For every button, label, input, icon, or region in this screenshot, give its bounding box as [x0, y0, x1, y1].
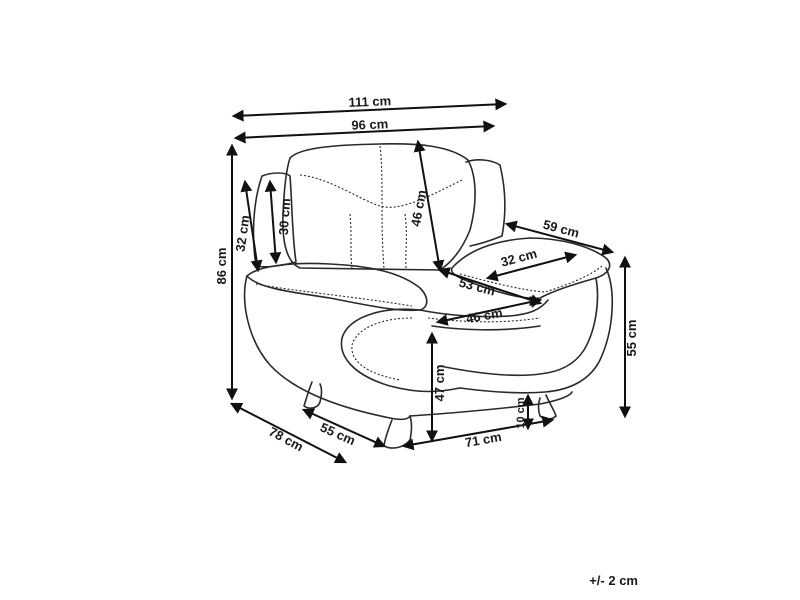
label-arm-height-inner: 30 cm	[276, 198, 294, 236]
label-inner-width: 96 cm	[351, 116, 388, 133]
label-overall-depth: 78 cm	[266, 424, 306, 455]
armchair-outline	[243, 143, 614, 449]
leg-front-right	[537, 394, 557, 420]
label-total-height: 86 cm	[214, 248, 229, 285]
label-base-depth: 55 cm	[318, 420, 358, 449]
left-arm-body	[243, 275, 411, 421]
label-arm-length: 59 cm	[541, 217, 581, 241]
right-arm-body	[459, 267, 614, 394]
label-arm-height: 32 cm	[233, 214, 253, 253]
left-arm-cushion	[246, 262, 428, 312]
label-side-height: 55 cm	[624, 320, 639, 357]
label-overall-width: 111 cm	[348, 93, 391, 110]
back-cushion	[282, 143, 476, 271]
label-leg-height: 10 cm	[515, 397, 527, 428]
label-base-width: 71 cm	[464, 429, 503, 450]
leg-front-left	[383, 415, 413, 449]
label-seat-width: 46 cm	[465, 305, 504, 326]
label-back-height: 46 cm	[408, 189, 429, 228]
tolerance-note: +/- 2 cm	[589, 573, 638, 588]
right-back-side	[465, 159, 506, 247]
dimension-labels: 111 cm 96 cm 86 cm 32 cm 30 cm 46 cm 59 …	[214, 93, 639, 454]
dimension-arrows	[226, 98, 631, 464]
label-seat-height: 47 cm	[432, 365, 447, 402]
